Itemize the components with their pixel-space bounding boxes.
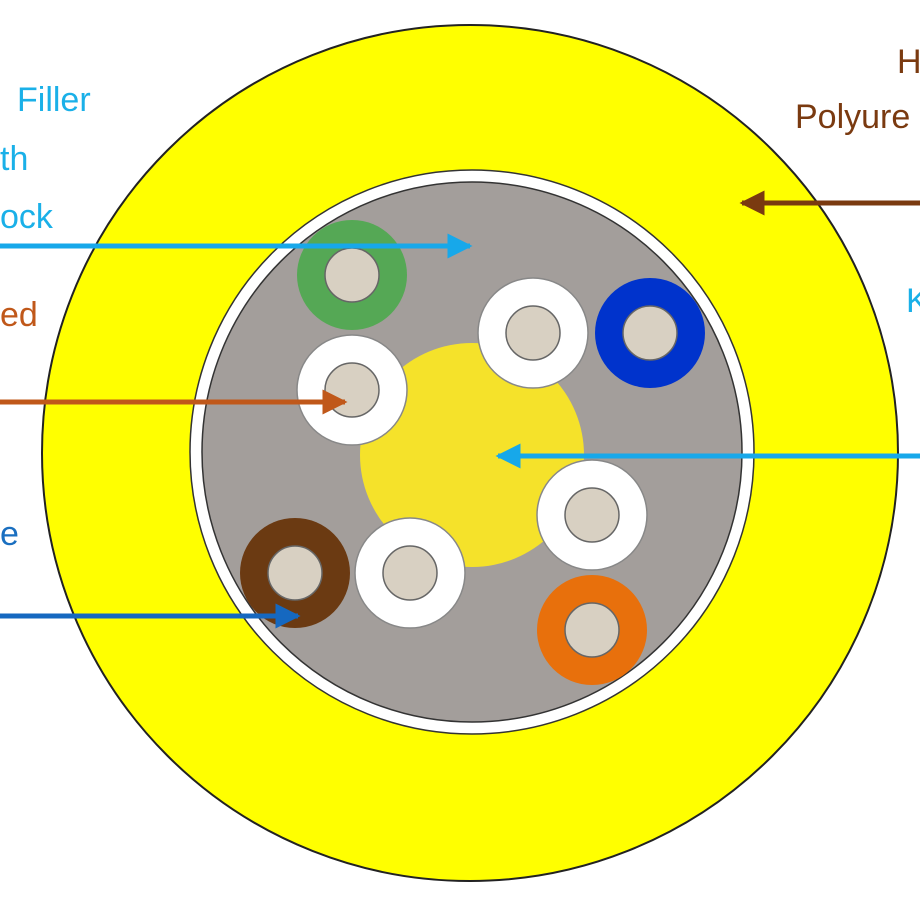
label-jacket-line1: H [897, 43, 920, 81]
label-filler-line3: ock [0, 198, 54, 236]
label-fiber-color: e [0, 515, 19, 553]
fiber-blue [595, 278, 705, 388]
fiber-green [297, 220, 407, 330]
fiber-white-right [536, 459, 648, 571]
label-jacket-line2: Polyure [795, 98, 910, 136]
fiber-orange [537, 575, 647, 685]
fiber-white-top [477, 277, 589, 389]
central-member [360, 343, 584, 567]
label-tight-buffered: ed [0, 296, 38, 334]
fiber-white-upper-left [296, 334, 408, 446]
fiber-brown [240, 518, 350, 628]
label-filler-line2: th [0, 140, 28, 178]
label-kevlar: K [906, 282, 920, 320]
label-filler-line1: Filler [17, 81, 91, 119]
fiber-white-bottom [354, 517, 466, 629]
